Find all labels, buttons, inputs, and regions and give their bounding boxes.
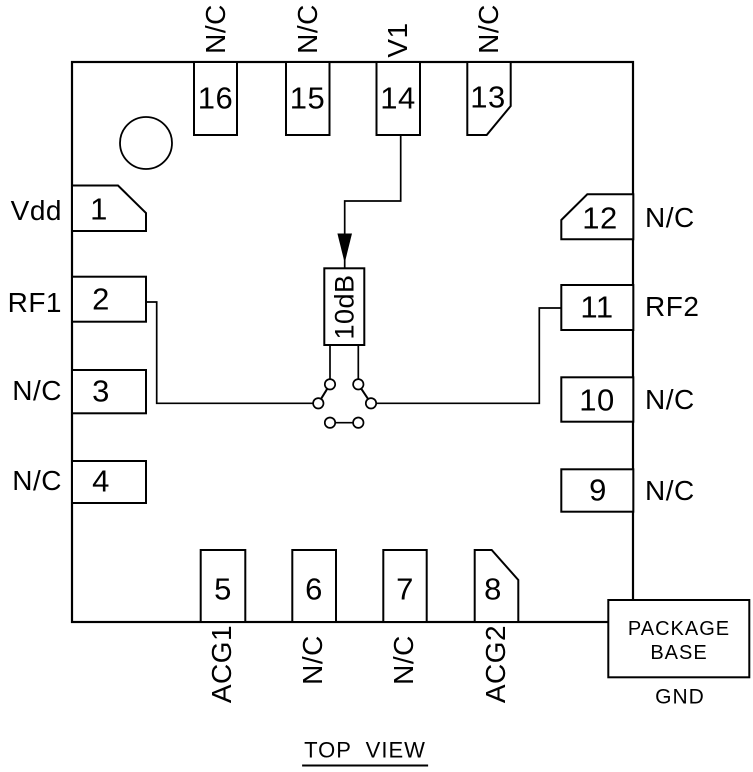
pin-3-shape	[71, 369, 147, 415]
attenuator-box	[323, 267, 366, 346]
pin-number-16: 16	[197, 80, 234, 116]
pin-16-shape	[193, 61, 238, 136]
pin-11-shape	[560, 284, 635, 331]
package-base-line2: BASE	[650, 642, 708, 664]
pin-9-shape	[560, 468, 635, 513]
pin-number-15: 15	[289, 80, 326, 116]
pin-12-shape	[560, 193, 635, 241]
pin-label-5: ACG1	[206, 624, 237, 704]
pin-5-shape	[199, 549, 247, 623]
switch-contact-upper-right	[352, 378, 365, 391]
switch-contact-upper-left	[323, 378, 337, 391]
pin-number-4: 4	[92, 463, 110, 499]
pin-label-9: N/C	[645, 475, 695, 506]
pin-number-1: 1	[90, 191, 108, 227]
pin-label-2: RF1	[7, 287, 62, 318]
pin-1-shape	[71, 184, 147, 232]
pin-label-16: N/C	[199, 4, 231, 54]
pin-14-shape	[375, 61, 421, 136]
pin-label-10: N/C	[645, 384, 695, 415]
pin-number-2: 2	[92, 281, 110, 317]
package-base-box	[607, 599, 751, 679]
package-base-gnd: GND	[655, 685, 705, 709]
pin-label-3: N/C	[12, 375, 62, 406]
pin-15-shape	[285, 61, 331, 136]
pin-number-7: 7	[396, 571, 414, 607]
pin-label-6: N/C	[297, 635, 328, 685]
pin-label-11: RF2	[645, 291, 700, 322]
bypass-contact-right	[352, 416, 365, 429]
pin-number-12: 12	[582, 200, 618, 236]
rf1-trace	[146, 301, 319, 405]
bypass-contact-left	[323, 416, 337, 429]
pin-10-shape	[560, 376, 635, 423]
pin-number-6: 6	[305, 571, 323, 607]
switch-pole-left	[312, 397, 325, 410]
pin-number-10: 10	[579, 382, 615, 418]
rf2-trace	[371, 307, 562, 405]
pin-label-14: V1	[382, 22, 413, 58]
package-base-line1: PACKAGE	[627, 618, 731, 640]
pin-number-11: 11	[580, 289, 614, 325]
attenuator-label: 10dB	[329, 273, 359, 340]
pin-label-15: N/C	[291, 4, 323, 54]
pin-number-13: 13	[470, 79, 506, 115]
pin-number-8: 8	[484, 571, 502, 607]
pin1-marker-circle	[119, 116, 173, 170]
pin-2-shape	[71, 275, 147, 323]
pin-7-shape	[382, 549, 428, 623]
pin-8-shape	[473, 549, 520, 623]
pin-13-shape	[466, 61, 512, 136]
pin-number-3: 3	[92, 373, 110, 409]
pin-6-shape	[291, 549, 337, 623]
pin-number-5: 5	[214, 571, 232, 607]
pin-label-1: Vdd	[10, 195, 62, 226]
pin-label-7: N/C	[388, 635, 419, 685]
pin-4-shape	[71, 460, 147, 504]
pin-number-9: 9	[589, 472, 607, 508]
arrow-down-icon	[337, 233, 352, 263]
pin-label-8: ACG2	[480, 624, 511, 704]
pin-label-4: N/C	[12, 465, 62, 496]
pin-number-14: 14	[380, 80, 416, 116]
switch-pole-right	[364, 397, 378, 410]
pin-label-13: N/C	[473, 4, 504, 54]
figure-title: TOP VIEW	[302, 739, 428, 767]
pin-label-12: N/C	[645, 202, 695, 233]
